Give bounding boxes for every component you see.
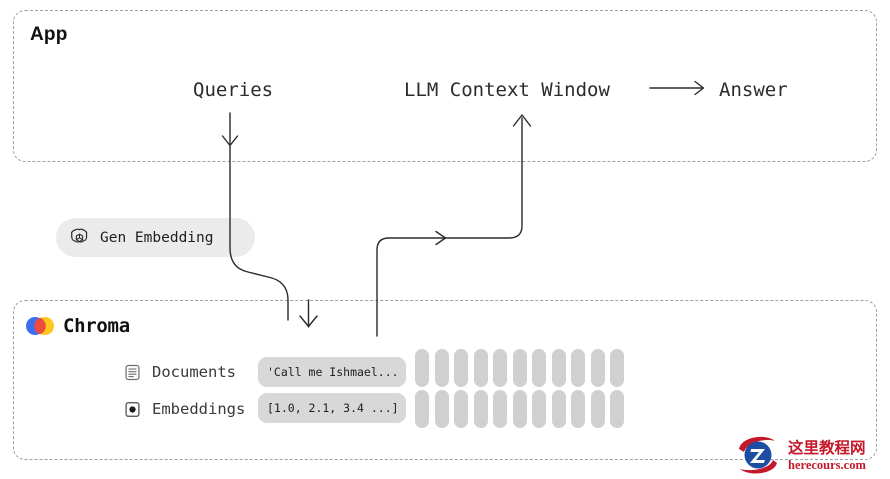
placeholder-bar-column [610, 349, 624, 428]
placeholder-bar-cell [571, 390, 585, 428]
placeholder-bar-cell [454, 349, 468, 387]
placeholder-bar-column [493, 349, 507, 428]
vector-dot-icon [125, 401, 140, 417]
chroma-row-label-embeddings: Embeddings [152, 400, 246, 418]
chroma-logo-icon [26, 317, 54, 335]
gen-embedding-pill: Gen Embedding [56, 218, 255, 257]
placeholder-bar-column [454, 349, 468, 428]
watermark-logo-icon [739, 436, 777, 474]
node-answer-label: Answer [719, 79, 788, 101]
chroma-value-embeddings: [1.0, 2.1, 3.4 ...] [267, 401, 399, 415]
placeholder-bar-cell [434, 390, 449, 428]
placeholder-bar-cell [415, 349, 429, 387]
gen-embedding-label: Gen Embedding [100, 229, 214, 246]
chroma-value-documents: 'Call me Ishmael... [267, 365, 399, 379]
chroma-container-title: Chroma [63, 315, 130, 337]
placeholder-bar-cell [512, 349, 527, 387]
placeholder-bar-cell [571, 349, 585, 387]
placeholder-bar-cell [590, 390, 605, 428]
placeholder-bar-cell [493, 390, 507, 428]
chroma-header: Chroma [26, 314, 130, 338]
placeholder-bar-cell [473, 349, 488, 387]
placeholder-bar-cell [493, 349, 507, 387]
placeholder-bar-cell [590, 349, 605, 387]
watermark-cn-text: 这里教程网 [788, 438, 866, 457]
placeholder-bar-column [473, 349, 488, 428]
chroma-value-chip-embeddings: [1.0, 2.1, 3.4 ...] [258, 393, 406, 423]
node-queries-label: Queries [193, 79, 274, 101]
chroma-value-chip-documents: 'Call me Ishmael... [258, 357, 406, 387]
chroma-row-documents: Documents [124, 358, 236, 386]
placeholder-bar-cell [610, 349, 624, 387]
placeholder-bar-grid [415, 349, 624, 428]
placeholder-bar-column [532, 349, 546, 428]
placeholder-bar-cell [434, 349, 449, 387]
placeholder-bar-column [434, 349, 449, 428]
chroma-row-label-documents: Documents [152, 363, 236, 381]
placeholder-bar-cell [551, 349, 566, 387]
watermark-domain-text: herecours.com [788, 458, 866, 472]
placeholder-bar-cell [532, 349, 546, 387]
placeholder-bar-cell [610, 390, 624, 428]
node-llm-context-window-label: LLM Context Window [404, 79, 610, 101]
placeholder-bar-cell [415, 390, 429, 428]
placeholder-bar-cell [532, 390, 546, 428]
placeholder-bar-column [512, 349, 527, 428]
placeholder-bar-cell [454, 390, 468, 428]
placeholder-bar-cell [473, 390, 488, 428]
chroma-row-embeddings: Embeddings [124, 395, 245, 423]
placeholder-bar-column [415, 349, 429, 428]
openai-logo-icon [70, 228, 88, 243]
placeholder-bar-cell [551, 390, 566, 428]
placeholder-bar-column [571, 349, 585, 428]
placeholder-bar-column [551, 349, 566, 428]
app-container-title: App [30, 24, 68, 45]
watermark: 这里教程网 herecours.com [739, 436, 866, 474]
placeholder-bar-column [590, 349, 605, 428]
document-icon [125, 364, 140, 380]
placeholder-bar-cell [512, 390, 527, 428]
